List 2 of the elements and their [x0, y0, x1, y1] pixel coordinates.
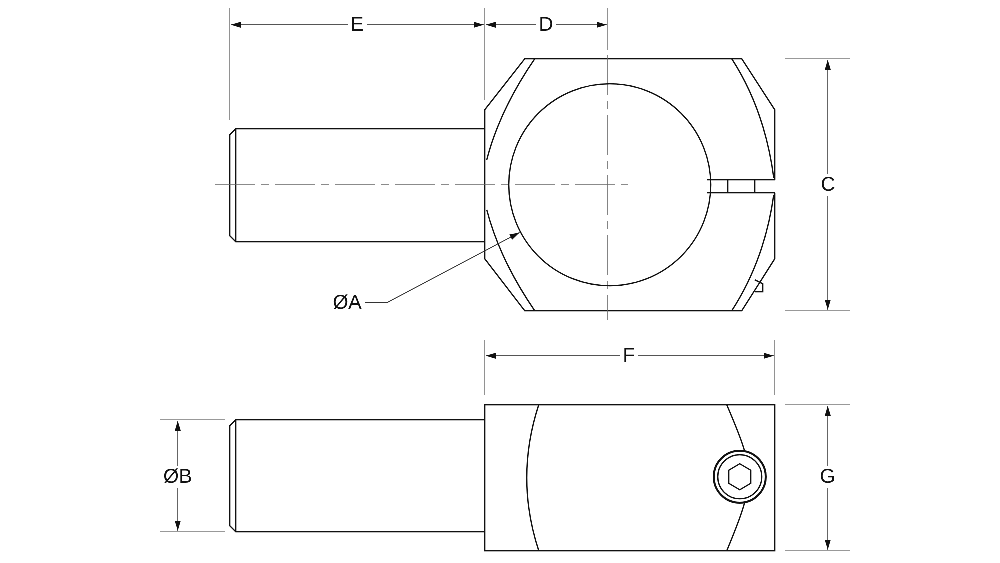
- leader-line: [364, 232, 520, 304]
- bore-circle: [508, 83, 712, 287]
